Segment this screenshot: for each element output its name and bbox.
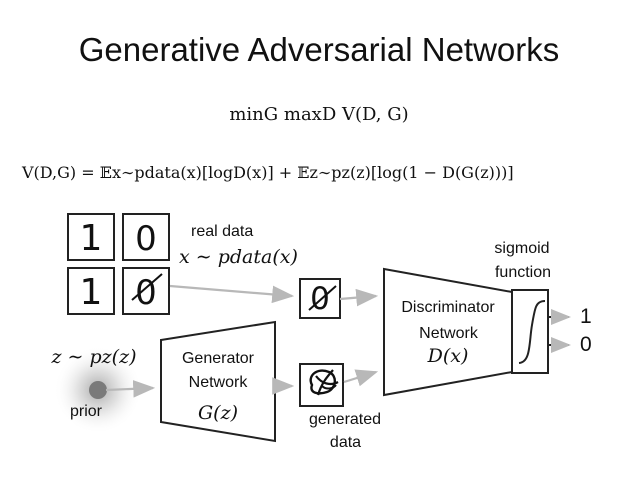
generated-scribble-cross-3 xyxy=(321,384,337,390)
sigmoid-box xyxy=(511,289,549,374)
sigmoid-label-line-2: function xyxy=(494,264,552,281)
prior-node xyxy=(54,346,142,434)
generated-scribble-cross-2 xyxy=(316,369,334,396)
prior-label: prior xyxy=(69,403,102,420)
discriminator-label-line-1: Discriminator xyxy=(401,299,495,316)
value-function-text: V(D,G) = 𝔼x∼pdata(x)[logD(x)] + 𝔼z∼pz(z)… xyxy=(22,163,514,182)
real-sample-glyph-1: 1 xyxy=(80,218,103,259)
generator-shape xyxy=(160,320,276,443)
real-distribution-label: x ∼ pdata(x) xyxy=(179,246,298,268)
real-sample-glyph-2: 0 xyxy=(135,219,157,259)
real-input-slash xyxy=(308,285,337,311)
real-data-samples: 1 0 1 0 xyxy=(67,213,170,315)
output-one-label: 1 xyxy=(580,305,592,328)
discriminator-formula: D(x) xyxy=(427,345,469,367)
real-input-to-discriminator-arrow xyxy=(339,288,379,307)
real-sample-box-3 xyxy=(67,267,115,315)
real-data-arrow xyxy=(169,284,295,304)
generator-label-line-2: Network xyxy=(188,374,248,391)
generated-label-line-2: data xyxy=(329,434,362,451)
sigmoid-rectangle xyxy=(511,289,549,374)
sigmoid-curve xyxy=(518,300,546,364)
generated-sample-box xyxy=(299,363,344,407)
real-sample-slash xyxy=(131,273,163,301)
discriminator-label-line-2: Network xyxy=(419,325,478,342)
generated-sample xyxy=(299,363,344,407)
generated-scribble-cross-1 xyxy=(315,375,339,386)
value-function-equation: V(D,G) = 𝔼x∼pdata(x)[logD(x)] + 𝔼z∼pz(z)… xyxy=(22,162,514,184)
minimax-equation: minG maxD V(D, G) xyxy=(0,104,638,126)
real-data-label: real data xyxy=(191,223,254,240)
prior-formula: z ∼ pz(z) xyxy=(51,346,137,368)
prior-dot xyxy=(89,381,107,399)
real-sample-glyph-3: 1 xyxy=(80,272,103,313)
real-sample-box-2 xyxy=(122,213,170,261)
prior-arrow xyxy=(105,380,156,398)
minimax-equation-text: minG maxD V(D, G) xyxy=(229,104,409,125)
generated-data-arrow xyxy=(343,369,379,387)
real-sample-glyph-4: 0 xyxy=(135,273,157,313)
slide-title: Generative Adversarial Networks xyxy=(78,31,560,68)
generated-label-line-1: generated xyxy=(308,411,382,428)
generator-label-line-1: Generator xyxy=(181,350,255,367)
output-zero-label: 0 xyxy=(580,333,592,356)
sigmoid-label-line-1: sigmoid xyxy=(494,240,550,257)
generator-formula: G(z) xyxy=(197,402,238,424)
real-sample-box-4 xyxy=(122,267,170,315)
discriminator-real-input: 0 xyxy=(299,278,341,319)
real-sample-box-1 xyxy=(67,213,115,261)
